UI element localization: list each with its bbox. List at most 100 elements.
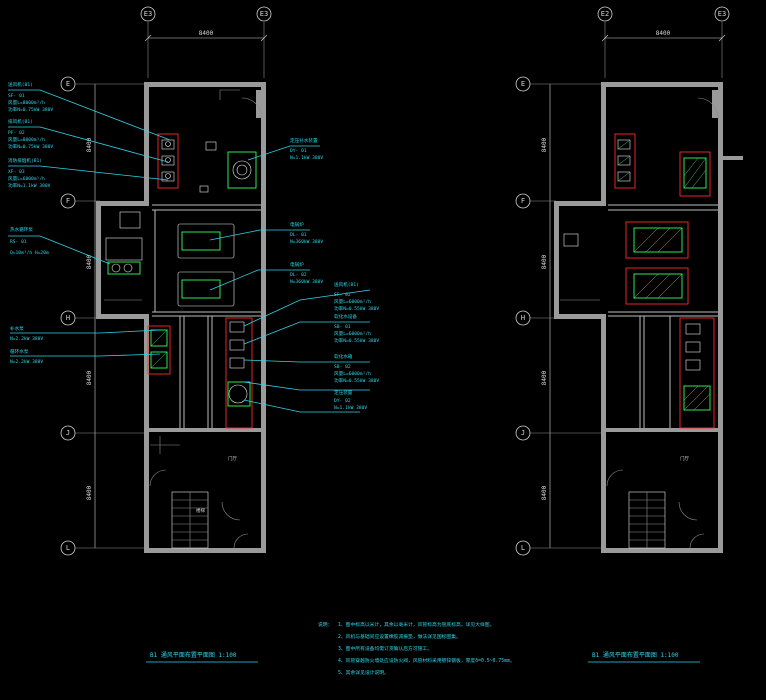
callout-pf-b1-title: 排风机(B1) [8,118,33,125]
callout-dl-01-title: 电锅炉 [290,221,304,228]
right-grid-label-side-5: L [521,544,525,552]
right-plan: E2 E3 8400 E F H J L 8400 8400 [515,6,743,663]
right-lower-room-label: 门厅 [680,455,689,462]
callout-rs-01-spec: Q=10m³/h H=20m [10,250,49,256]
callout-sf-b1-power: 功率N=0.75kW 380V [8,106,53,113]
right-stair: 门厅 [628,455,689,549]
callout-sf-02-title: 送风机(B1) [334,281,359,288]
callout-dl-02-title: 电锅炉 [290,261,304,268]
note-item-1: 1、图中标高以米计，其余以毫米计，风管标高为管底标高，详见大样图。 [338,621,494,628]
right-grid-bubble-top-2 [714,6,730,22]
callout-sb-02-title: 软化水箱 [334,353,353,360]
callout-sf-b1-title: 送风机(B1) [8,81,33,88]
grid-label-top-1: E3 [144,10,152,18]
left-boilers [104,211,235,307]
callout-dy-02-power: N=1.1kW 380V [334,405,367,411]
left-stair: 楼梯 门厅 [150,436,237,549]
note-item-5: 5、其余详见设计说明。 [338,669,389,676]
callout-xf-b1-title: 消防排烟机(B1) [8,157,42,164]
left-upper-equipment [157,133,257,193]
callout-dl-02-power: N=360kW 380V [290,279,323,285]
callout-dl-01-code: DL- 01 [290,232,307,238]
left-plan: E3 E3 8400 E F H J L 8400 [8,6,379,663]
left-stair-label: 楼梯 [196,507,205,514]
right-grid-label-side-3: H [521,314,525,322]
note-item-3: 3、图中所有设备均需订货确认后方可施工。 [338,645,432,652]
right-grid-label-side-1: E [521,80,525,88]
right-grid-label-side-4: J [521,429,525,437]
dim-left-low: 8400 [86,485,93,500]
callout-xf-b1-code: XF- 03 [8,169,25,175]
callout-pf-b1-power: 功率N=0.75kW 380V [8,143,53,150]
grid-label-top-2: E3 [260,10,268,18]
callout-dy-01-code: DY- 01 [290,148,307,154]
right-grid-label-top-2: E3 [718,10,726,18]
callout-dy-01-power: N=1.1kW 380V [290,155,323,161]
left-plan-title: B1 通风平面布置平面图 1:100 [150,651,237,659]
callout-sf-b1-code: SF- 01 [8,93,25,99]
callout-sb-01-flow: 风量L=6000m³/h [334,330,371,337]
callout-sb-02-flow: 风量L=6000m³/h [334,370,371,377]
dim-right-mid: 8400 [541,370,548,385]
callout-dy-02-title: 定压装置 [334,389,353,396]
right-walls [554,82,743,553]
grid-bubble-top-1 [140,6,156,22]
right-grid-label-side-2: F [521,197,525,205]
right-title: B1 通风平面布置平面图 1:100 [588,651,700,663]
left-side-grid: E F H J L 8400 8400 8400 8400 [60,76,148,556]
left-callouts: 送风机(B1) SF- 01 风量L=8000m³/h 功率N=0.75kW 3… [8,81,379,411]
callout-rs-01-code: RS- 01 [10,239,27,245]
right-equipment [614,133,715,429]
callout-sb-01-power: 功率N=0.55kW 380V [334,337,379,344]
dim-left-upper: 8400 [86,137,93,152]
dim-left-mid: 8400 [86,370,93,385]
callout-sb-01-code: SB- 01 [334,324,351,330]
callout-dl-02-code: DL- 02 [290,272,307,278]
left-title: B1 通风平面布置平面图 1:100 [146,651,258,663]
grid-label-side-1: E [66,80,70,88]
dim-right-upper-mid: 8400 [541,254,548,269]
callout-sf-b1-flow: 风量L=8000m³/h [8,99,45,106]
notes-header: 说明： [318,621,332,628]
grid-label-side-2: F [66,197,70,205]
right-grid-label-top-1: E2 [601,10,609,18]
callout-xf-b1-flow: 风量L=6000m³/h [8,175,45,182]
right-side-grid: E F H J L 8400 8400 8400 8400 [515,76,605,556]
callout-fj-01-power: N=2.2kW 380V [10,336,43,342]
callout-sf-02-flow: 风量L=6000m³/h [334,298,371,305]
grid-label-side-3: H [66,314,70,322]
callout-dy-01-title: 定压补水装置 [290,137,318,144]
callout-pf-b1-flow: 风量L=8000m³/h [8,136,45,143]
callout-rs-01-title: 热水循环泵 [10,226,33,233]
right-plan-title: B1 通风平面布置平面图 1:100 [592,651,679,659]
callout-sf-02-power: 功率N=0.55kW 380V [334,305,379,312]
dim-width-top-right: 8400 [656,30,671,37]
grid-label-side-5: L [66,544,70,552]
callout-fj-02-power: N=2.2kW 380V [10,359,43,365]
callout-sf-02-code: SF- 02 [334,292,351,298]
dim-left-upper-mid: 8400 [86,254,93,269]
grid-label-side-4: J [66,429,70,437]
callout-fj-02-title: 循环水泵 [10,348,29,355]
left-leaders [8,89,371,413]
note-item-2: 2、风机与基础间应设置橡胶减振垫，做法详见国标图集。 [338,633,461,640]
dim-right-low: 8400 [541,485,548,500]
right-grid-bubble-top-1 [597,6,613,22]
callout-dl-01-power: N=360kW 380V [290,239,323,245]
grid-bubble-top-2 [256,6,272,22]
callout-dy-02-code: DY- 02 [334,398,351,404]
dim-right-upper: 8400 [541,137,548,152]
callout-fj-01-title: 补水泵 [10,325,24,332]
callout-pf-b1-code: PF- 02 [8,130,25,136]
left-walls [96,82,266,553]
dim-width-top-left: 8400 [199,30,214,37]
left-lower-equipment [147,317,253,429]
callout-sb-01-title: 软化水设备 [334,313,357,320]
callout-sb-02-code: SB- 02 [334,364,351,370]
left-lower-room-label: 门厅 [228,455,237,462]
left-top-grid: E3 E3 8400 [140,6,272,78]
note-item-4: 4、风管穿越防火墙处应设防火阀，风管材料采用镀锌钢板，厚度δ=0.5~0.75m… [338,657,515,664]
general-notes: 说明： 1、图中标高以米计，其余以毫米计，风管标高为管底标高，详见大样图。 2、… [318,621,515,676]
callout-sb-02-power: 功率N=0.55kW 380V [334,377,379,384]
